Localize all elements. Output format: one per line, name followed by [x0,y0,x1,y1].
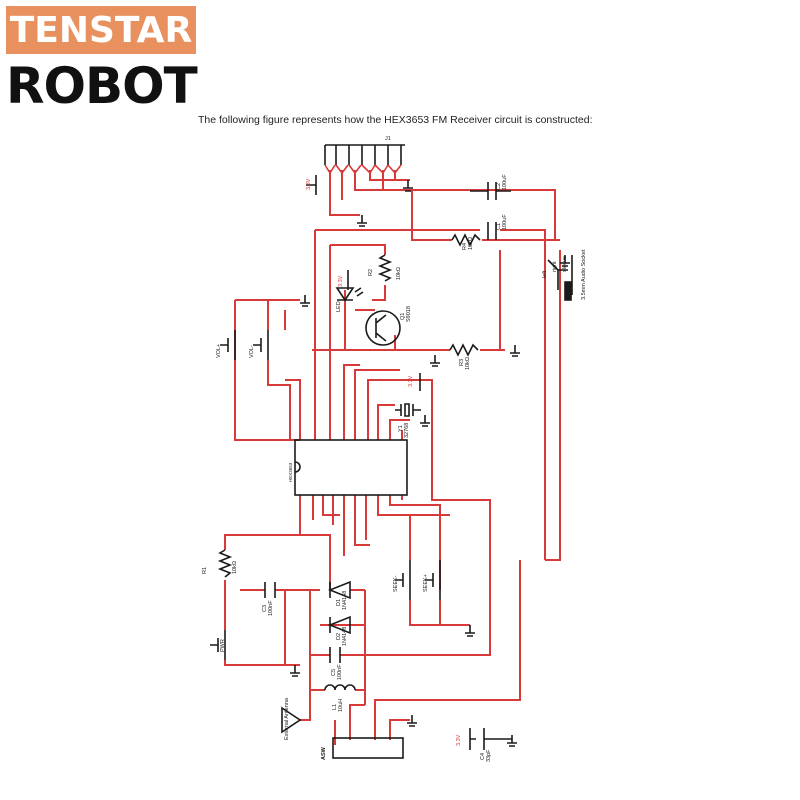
q1-value: S9018 [406,306,412,322]
wires [224,170,561,745]
seek-minus-switch [395,560,411,600]
c2-value: 100uF [502,174,508,190]
vol-plus-label: VOL+ [216,344,222,358]
pwr-label: PWR [220,639,226,652]
audio-socket [547,255,573,295]
c1-value: 100uF [502,214,508,230]
led-label: LED [336,301,342,312]
audio-plug [564,281,572,301]
c4-value: 33pF [486,749,492,762]
asw-label: ASW [321,746,327,760]
r4-resistor [451,233,481,247]
c5-label: C5 [331,669,337,676]
r4-value: 10kΩ [468,237,474,250]
c4-label: C4 [480,753,486,760]
header-label: J1 [385,136,391,142]
r3-label: R3 [459,359,465,366]
c4-cap [469,728,512,750]
audio-sleeve-label: sleeve [562,256,568,272]
l1-value: 10uH [338,699,344,712]
q1-label: Q1 [400,313,406,320]
ic-hex3653 [294,439,408,496]
vcc-label-c: 3.3V [408,375,414,387]
c5-value: 100nF [337,664,343,680]
antenna-symbol [281,706,302,734]
vcc-label-d: 3.3V [456,734,462,746]
ic-label: HEX3653 [288,462,293,482]
vol-minus-switch [253,330,269,360]
audio-socket-label: 3.5mm Audio Socket [581,249,587,300]
seek-plus-switch [425,560,441,600]
ground-symbols [290,180,570,747]
y1-label: Y1 [398,425,404,432]
r2-label: R2 [368,269,374,276]
logo-top-text: TENSTAR [9,9,193,51]
vol-plus-switch [220,330,236,360]
logo-badge: TENSTAR [6,6,196,54]
c2-cap [470,182,511,200]
audio-left-label: left [542,270,548,278]
d1-value: 1N4148 [342,591,348,610]
figure-caption: The following figure represents how the … [198,114,593,126]
seek-minus-label: SEEK- [393,575,399,592]
vcc-bar-a [306,175,317,195]
d1-diode [327,580,351,600]
labels: J1 C2 100uF C1 100uF R4 10kΩ R2 10kΩ LED… [202,136,587,762]
audio-right-label: right [552,261,558,272]
seek-plus-label: SEEK+ [423,574,429,592]
y1-value: 32768 [404,423,410,438]
r2-value: 10kΩ [396,267,402,280]
r1-value: 10kΩ [232,561,238,574]
header-connector [324,144,405,175]
l1-label: L1 [332,704,338,710]
d2-diode [327,615,351,635]
y1-crystal [395,403,421,417]
c3-cap [264,582,276,598]
r1-resistor [217,549,233,578]
l1-inductor [324,684,356,691]
r3-resistor [449,343,479,357]
r3-value: 10kΩ [465,357,471,370]
vcc-label-b: 3.3V [338,275,344,287]
d2-label: D2 [336,633,342,640]
c2-label: C2 [496,183,502,190]
q1-leads [375,314,387,342]
c1-cap [487,222,497,240]
c5-cap [329,647,341,663]
led-diode [335,287,364,302]
q1-transistor [365,310,401,346]
r4-label: R4 [462,243,468,250]
components [210,144,573,759]
antenna-label: External Antenna [284,697,290,740]
c3-label: C3 [262,605,268,612]
asw-switch [332,737,404,759]
pwr-switch [210,630,226,660]
r2-resistor [377,254,393,282]
logo-bottom-text: ROBOT [6,57,198,115]
vol-minus-label: VOL- [249,345,255,358]
c1-label: C1 [496,223,502,230]
d1-label: D1 [336,599,342,606]
r1-label: R1 [202,567,208,574]
d2-value: 1N4148 [342,627,348,646]
vcc-label-a: 3.3V [306,178,312,190]
c3-value: 100nF [268,600,274,616]
ic-notch [294,461,301,473]
